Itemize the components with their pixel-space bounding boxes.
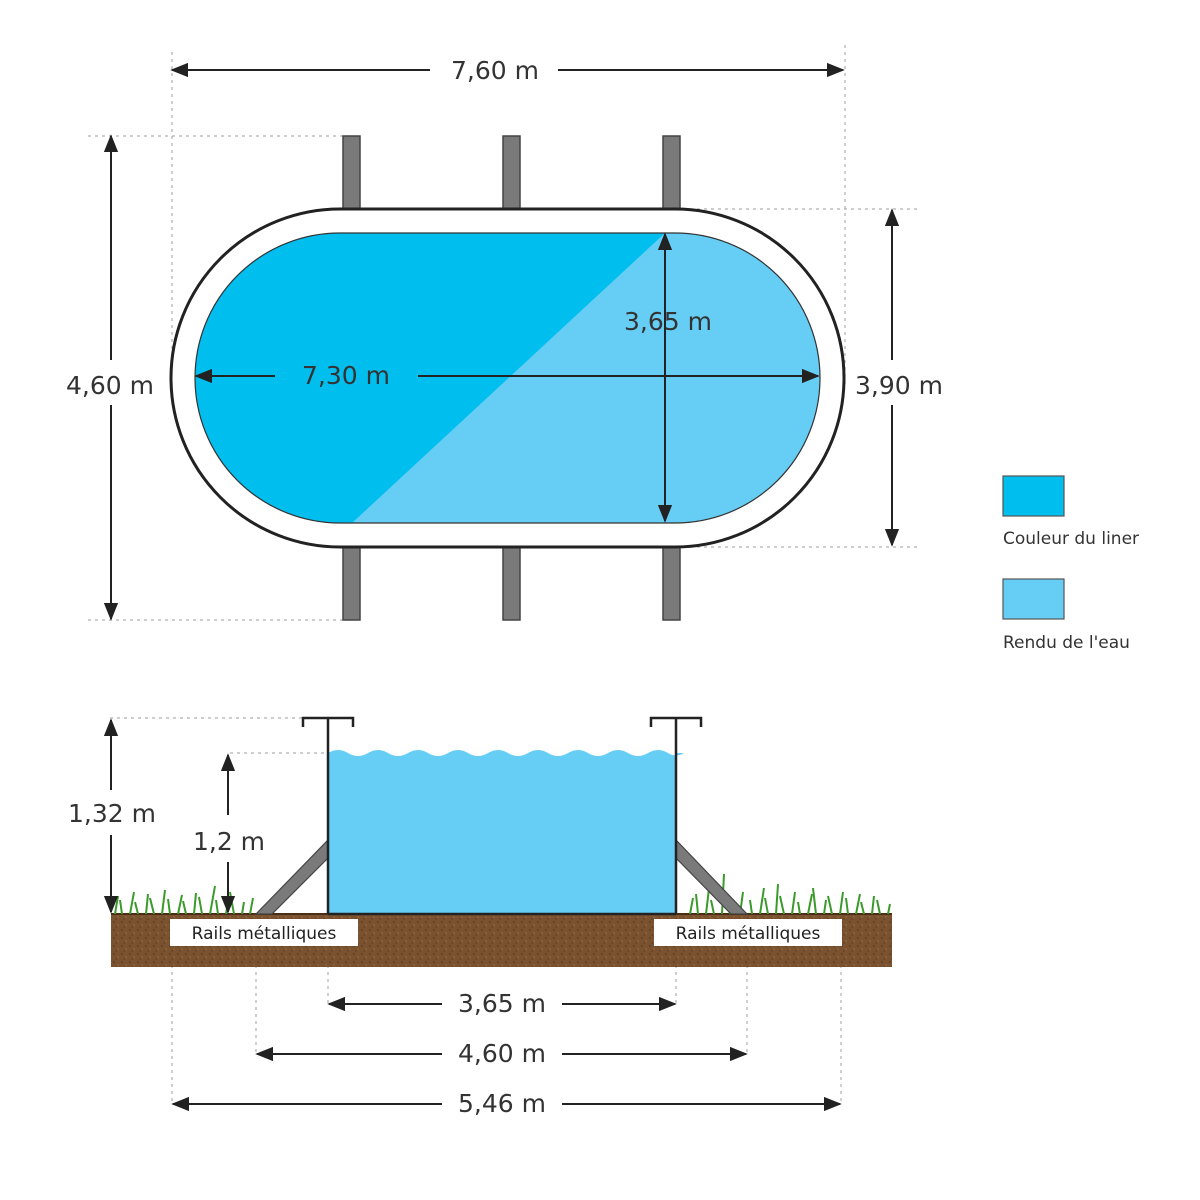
outer-width-label: 3,90 m [855, 371, 943, 400]
legend-label-water: Rendu de l'eau [1003, 633, 1130, 653]
legend-swatch-liner [1002, 475, 1065, 517]
rim-left [301, 716, 355, 727]
overall-width-label: 4,60 m [66, 371, 154, 400]
support-posts [342, 135, 681, 621]
water-area [352, 233, 820, 523]
inner-length-label: 7,30 m [302, 361, 390, 390]
top-view: 7,60 m 4,60 m 7,30 m 3,65 m 3,90 m [66, 45, 943, 621]
support-post [502, 544, 521, 621]
rail-label-box-right [654, 919, 842, 946]
pool-inner [195, 233, 820, 523]
support-post [342, 544, 361, 621]
side-view: Rails métalliques Rails métalliques 1,32… [68, 716, 892, 1118]
rail-label-box-left [170, 919, 358, 946]
legend-swatch-water [1002, 578, 1065, 620]
water-body [328, 750, 684, 914]
support-post [662, 544, 681, 621]
water-height-label: 1,2 m [193, 827, 265, 856]
support-post [342, 135, 361, 212]
support-post [502, 135, 521, 212]
legend: Couleur du liner Rendu de l'eau [1002, 475, 1139, 653]
support-post [662, 135, 681, 212]
bottom-dim-label: 4,60 m [458, 1039, 546, 1068]
support-strut-left [254, 838, 329, 915]
bottom-dim-label: 3,65 m [458, 989, 546, 1018]
total-height-label: 1,32 m [68, 799, 156, 828]
legend-label-liner: Couleur du liner [1003, 529, 1139, 549]
rim-right [649, 716, 703, 727]
bottom-dim-label: 5,46 m [458, 1089, 546, 1118]
inner-width-label: 3,65 m [624, 307, 712, 336]
rail-label-left: Rails métalliques [192, 924, 337, 944]
overall-length-label: 7,60 m [451, 56, 539, 85]
rail-label-right: Rails métalliques [676, 924, 821, 944]
